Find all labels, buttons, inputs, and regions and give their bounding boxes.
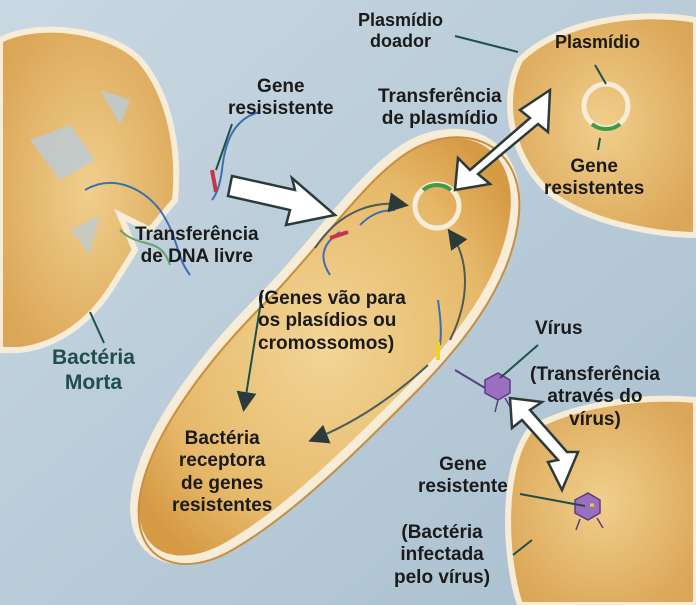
label-gene-resistentes: Gene resistentes [544, 156, 644, 201]
label-gene-resistente: Gene resistente [418, 454, 508, 499]
label-bacteria-morta: Bactéria Morta [52, 346, 135, 396]
label-bacteria-receptora: Bactéria receptora de genes resistentes [172, 428, 272, 518]
label-bacteria-infectada: (Bactéria infectada pelo vírus) [394, 522, 490, 589]
label-transferencia-virus: (Transferência através do vírus) [530, 364, 660, 431]
label-plasmidio-doador: Plasmídio doador [358, 10, 443, 52]
label-transferencia-dna-livre: Transferência de DNA livre [135, 224, 259, 269]
label-virus: Vírus [535, 318, 583, 340]
label-plasmidio: Plasmídio [555, 32, 640, 53]
label-gene-resisistente: Gene resisistente [228, 76, 334, 121]
label-genes-vao: (Genes vão para os plasídios ou cromosso… [258, 288, 406, 355]
label-transferencia-plasmidio: Transferência de plasmídio [378, 86, 502, 131]
